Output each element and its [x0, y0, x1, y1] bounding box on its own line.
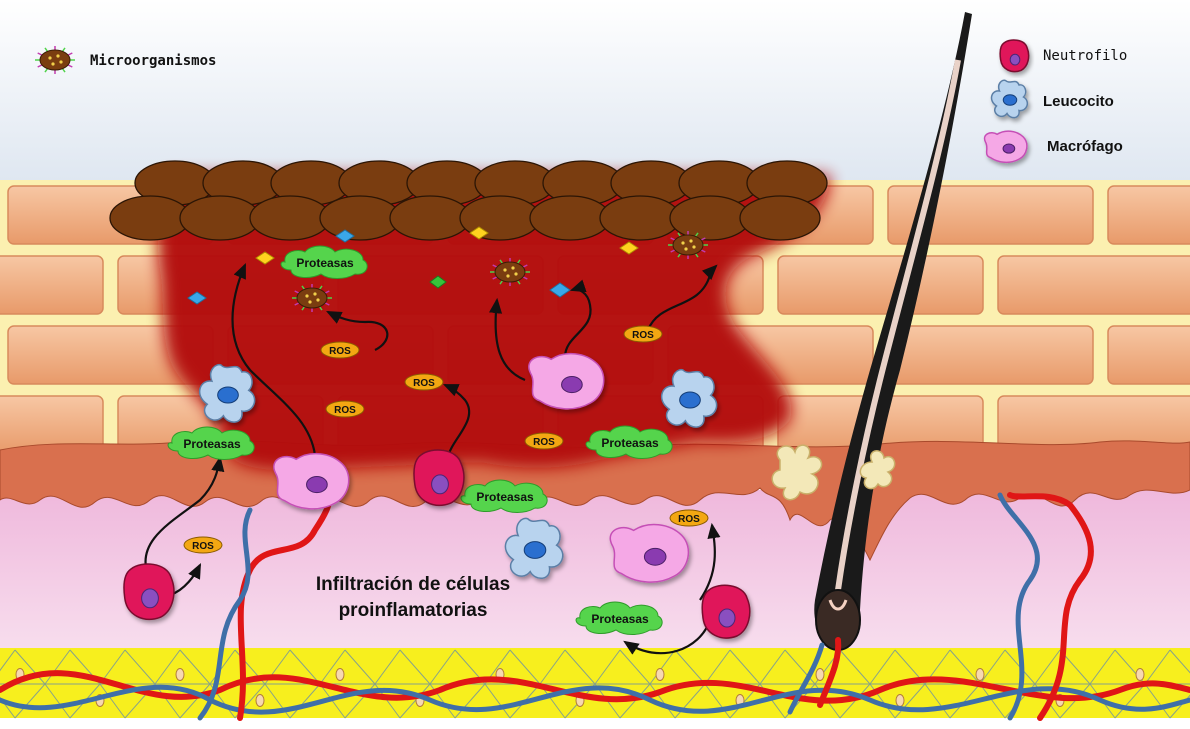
svg-text:ROS: ROS: [678, 514, 700, 525]
svg-text:ROS: ROS: [533, 437, 555, 448]
protease-label: Proteasas: [183, 437, 241, 451]
neutrophil-icon: [1000, 40, 1029, 72]
infiltration-line-2: proinflamatorias: [339, 600, 488, 621]
macrophage-cell: [274, 454, 349, 509]
ros-badge: ROS: [405, 374, 443, 390]
svg-text:ROS: ROS: [329, 346, 351, 357]
ros-badge: ROS: [670, 510, 708, 526]
protease-cloud: Proteasas: [461, 480, 547, 513]
legend-microorganism-label: Microorganismos: [90, 53, 216, 69]
svg-text:ROS: ROS: [334, 405, 356, 416]
macrophage-cell: [610, 524, 688, 582]
protease-cloud: Proteasas: [281, 246, 367, 279]
svg-text:ROS: ROS: [413, 378, 435, 389]
ros-badge: ROS: [326, 401, 364, 417]
neutrophil-cell: [414, 450, 464, 505]
protease-label: Proteasas: [591, 612, 649, 626]
infiltration-line-1: Infiltración de células: [316, 574, 510, 595]
legend-macrophage-label: Macrófago: [1047, 138, 1123, 155]
ros-badge: ROS: [624, 326, 662, 342]
macrophage-cell: [529, 354, 604, 409]
extracellular-matrix: [0, 648, 1190, 718]
protease-label: Proteasas: [476, 490, 534, 504]
legend-leukocyte-label: Leucocito: [1043, 93, 1114, 110]
protease-cloud: Proteasas: [586, 426, 672, 459]
macrophage-icon: [985, 131, 1027, 162]
neutrophil-cell: [702, 585, 750, 638]
protease-label: Proteasas: [601, 436, 659, 450]
protease-cloud: Proteasas: [576, 602, 662, 635]
ros-badge: ROS: [525, 433, 563, 449]
ros-badge: ROS: [321, 342, 359, 358]
neutrophil-cell: [124, 564, 174, 619]
ros-badge: ROS: [184, 537, 222, 553]
protease-cloud: Proteasas: [168, 427, 254, 460]
svg-text:ROS: ROS: [632, 330, 654, 341]
svg-text:ROS: ROS: [192, 541, 214, 552]
protease-label: Proteasas: [296, 256, 354, 270]
legend-neutrophil-label: Neutrofilo: [1043, 48, 1127, 64]
microorganism-crust: [110, 161, 827, 240]
